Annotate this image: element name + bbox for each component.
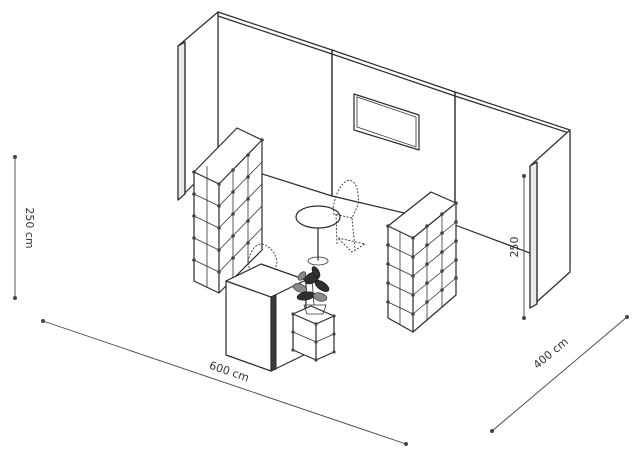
right-shelf-unit bbox=[386, 191, 458, 333]
dimension-label-height-right: 250 bbox=[508, 237, 521, 258]
potted-plant bbox=[292, 266, 330, 315]
dimension-width-front: 600 cm bbox=[41, 319, 408, 446]
dimension-label-depth-right: 400 cm bbox=[531, 335, 571, 371]
right-side-wall bbox=[529, 129, 571, 309]
left-side-wall bbox=[177, 11, 219, 201]
dimension-depth-right: 400 cm bbox=[490, 315, 629, 433]
dimension-height-right: 250 bbox=[508, 174, 526, 320]
dimension-label-width-front: 600 cm bbox=[208, 359, 251, 385]
wall-screen bbox=[353, 93, 420, 151]
dimension-height-left: 250 cm bbox=[13, 155, 36, 300]
dimension-label-height-left: 250 cm bbox=[23, 207, 36, 248]
chair-back bbox=[332, 179, 367, 253]
left-shelf-unit bbox=[192, 127, 264, 294]
counter bbox=[225, 263, 307, 372]
plant-stand bbox=[291, 305, 336, 362]
round-table bbox=[295, 205, 341, 266]
